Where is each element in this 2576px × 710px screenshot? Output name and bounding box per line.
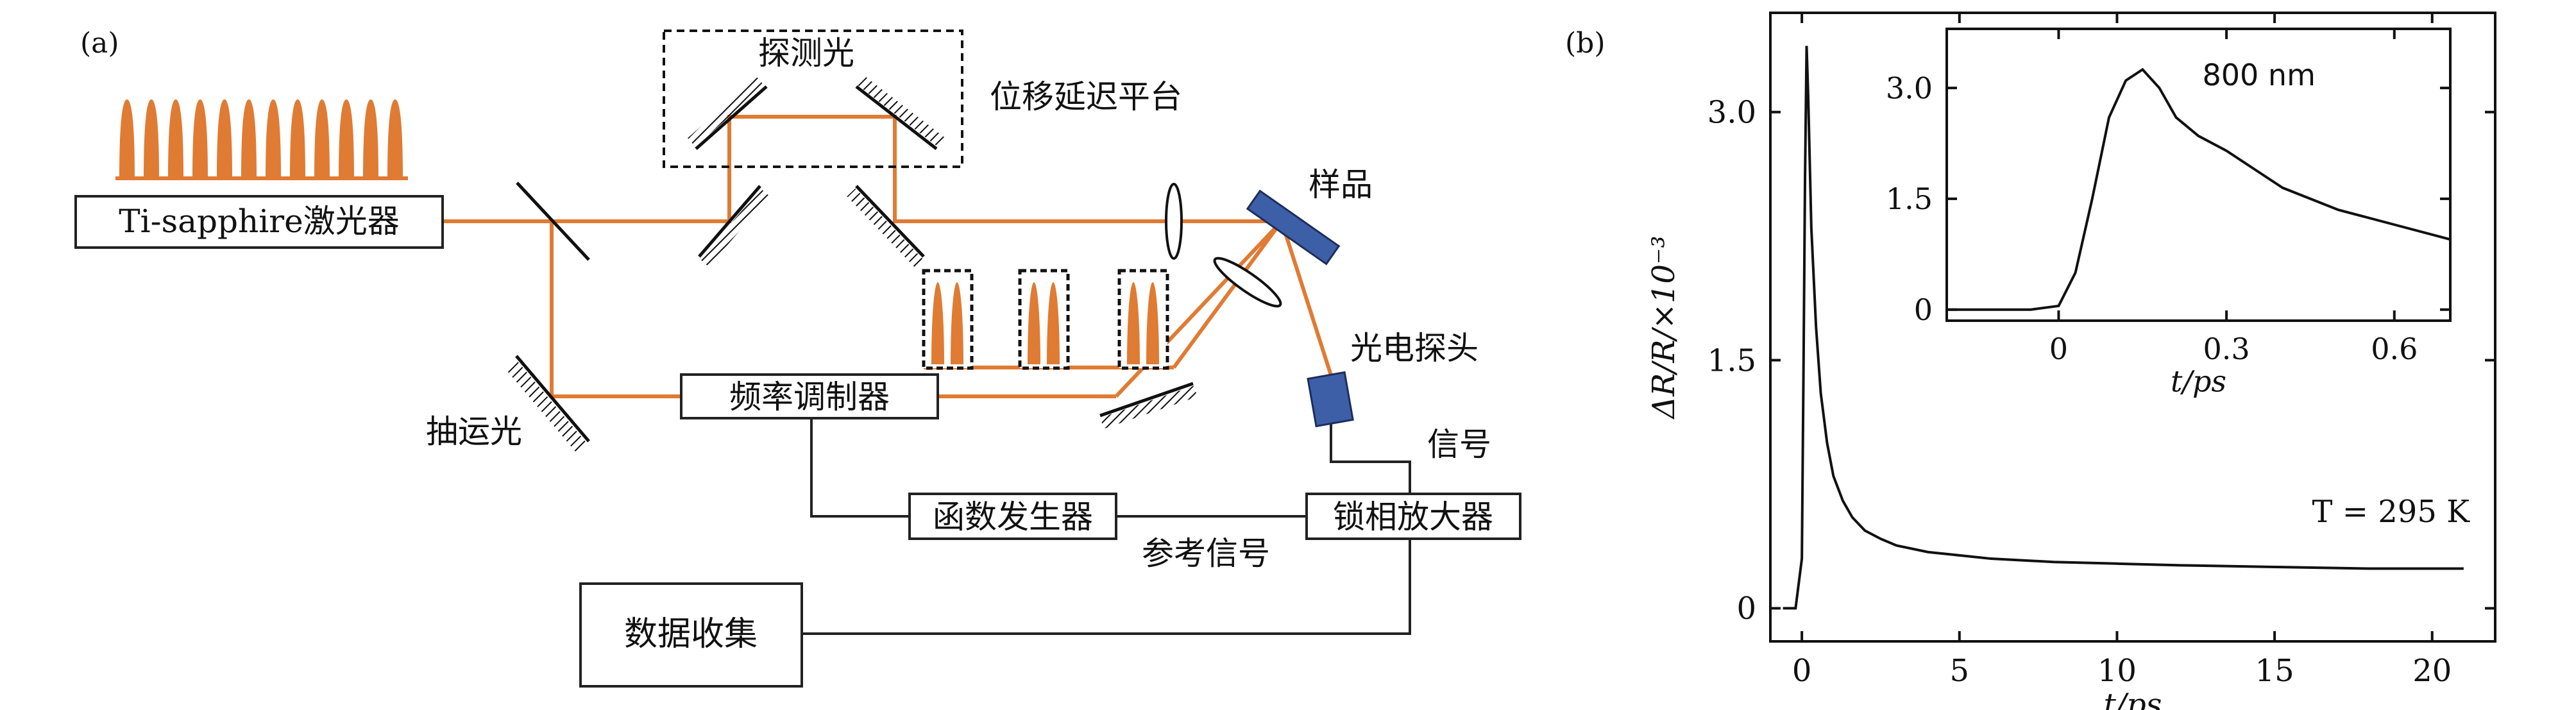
detector-icon: [1307, 371, 1354, 428]
beam-splitter-icon: [516, 182, 590, 261]
pulse-group-frame: [1018, 269, 1070, 370]
pulse-mark: [339, 99, 354, 178]
x-tick-label: 0.3: [2203, 332, 2250, 366]
x-tick-label: 15: [2255, 653, 2294, 689]
series-line: [1783, 46, 2464, 610]
x-tick-label: 0.6: [2371, 332, 2418, 366]
delay-stage-frame: [663, 30, 963, 168]
pulse-mark: [931, 282, 944, 364]
signal-label: 信号: [1427, 426, 1491, 463]
delay-mirror-2-icon: [855, 76, 945, 150]
pulse-mark: [1047, 282, 1060, 364]
pulse-mark: [951, 282, 963, 364]
lens-1-icon: [1165, 183, 1183, 260]
pulse-mark: [266, 99, 281, 178]
modulator-label: 频率调制器: [729, 378, 890, 416]
x-tick-label: 0: [1792, 653, 1812, 689]
steering-mirror-2-icon: [847, 185, 925, 267]
y-tick-label: 0: [1914, 292, 1933, 327]
function-generator-label: 函数发生器: [933, 498, 1093, 536]
daq-box: [579, 582, 803, 688]
pulse-mark: [119, 99, 135, 178]
pulse-group-frame: [1117, 269, 1169, 370]
x-axis-label: t/ps: [2104, 687, 2162, 710]
plot-frame: [1945, 28, 2452, 322]
panel-a-label: (a): [80, 27, 119, 60]
pulse-mark: [1127, 282, 1140, 364]
signal-wires: [802, 418, 1411, 635]
pulse-mark: [314, 99, 330, 178]
y-tick-label: 1.5: [1707, 342, 1756, 378]
sample-label: 样品: [1309, 166, 1373, 203]
sample-icon: [1246, 189, 1341, 266]
temperature-annotation: T = 295 K: [2312, 494, 2471, 530]
x-tick-label: 10: [2097, 653, 2137, 689]
detector-label: 光电探头: [1350, 330, 1479, 367]
series-line: [1947, 67, 2451, 311]
y-tick-label: 3.0: [1886, 71, 1933, 105]
pulse-mark: [1028, 282, 1040, 364]
delay-stage-label: 位移延迟平台: [990, 78, 1182, 115]
laser-label: Ti-sapphire激光器: [119, 203, 399, 240]
daq-label: 数据收集: [624, 615, 758, 654]
probe-label: 探测光: [758, 35, 854, 72]
laser-box: [74, 195, 444, 249]
panel-b-label: (b): [1565, 27, 1606, 60]
pulse-mark: [1146, 282, 1159, 364]
x-tick-label: 20: [2412, 653, 2452, 689]
x-tick-label: 5: [1950, 653, 1970, 689]
reference-label: 参考信号: [1142, 535, 1270, 572]
inset-chart: 0 0.3 0.6 0 1.5 3.0 t/ps 800 nm: [1886, 28, 2452, 398]
pulse-mark: [168, 99, 183, 178]
inset-title: 800 nm: [2203, 58, 2316, 92]
laser-beams: [443, 115, 1333, 398]
function-generator-box: [908, 493, 1117, 540]
y-tick-label: 3.0: [1707, 95, 1756, 131]
panel-b: (b) 0 5 10 15 20 0 1.5 3.0 t/ps ΔR/R/×10⁻³ T = 295…: [1565, 12, 2496, 710]
pump-label: 抽运光: [426, 413, 522, 450]
x-tick-label: 0: [2049, 332, 2068, 366]
modulated-pulses: [922, 269, 1169, 370]
pulse-mark: [290, 99, 305, 178]
x-axis-label: t/ps: [2171, 364, 2226, 398]
pulse-train: [115, 99, 408, 180]
pump-steering-mirror-icon: [1099, 382, 1198, 429]
pulse-mark: [144, 99, 159, 178]
pulse-mark: [217, 99, 232, 178]
modulator-box: [680, 373, 939, 419]
pulse-mark: [363, 99, 378, 178]
lockin-label: 锁相放大器: [1333, 498, 1493, 536]
pump-mirror-icon: [506, 355, 590, 454]
steering-mirror-1-icon: [698, 185, 770, 267]
panel-a: (a) Ti-sapphire激光器: [74, 27, 1521, 688]
pulse-group-frame: [922, 269, 974, 370]
pulse-mark: [192, 99, 208, 178]
delay-mirror-1-icon: [688, 77, 768, 150]
y-axis-label: ΔR/R/×10⁻³: [1646, 235, 1682, 419]
pulse-mark: [241, 99, 257, 178]
lockin-box: [1305, 493, 1521, 540]
lens-2-icon: [1213, 257, 1282, 308]
y-tick-label: 1.5: [1886, 182, 1933, 216]
y-tick-label: 0: [1736, 591, 1756, 627]
pulse-mark: [387, 99, 403, 178]
